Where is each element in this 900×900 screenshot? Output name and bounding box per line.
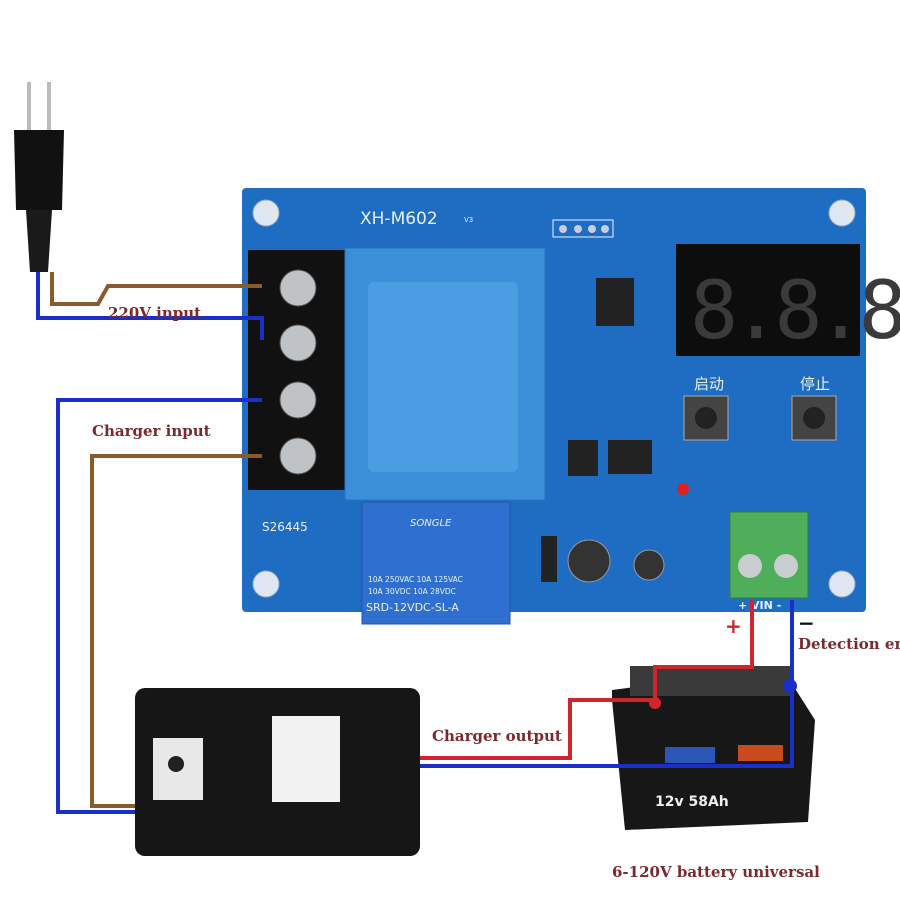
charger-unit [135, 688, 420, 856]
charger-output-label: Charger output [432, 727, 562, 745]
charger-input-wire-brown [90, 454, 262, 808]
diode [541, 536, 557, 582]
transformer-core [368, 282, 518, 472]
relay-brand: SONGLE [410, 518, 452, 529]
charger-input-wire-blue [56, 398, 262, 814]
controller-board: XH-M602 V3 S26445 SONGLE 10A 250VAC 10A … [242, 188, 900, 625]
battery: 12v 58Ah [612, 666, 815, 830]
mount-hole-icon [252, 570, 280, 598]
relay-model: SRD-12VDC-SL-A [366, 601, 459, 614]
board-serial: S26445 [262, 520, 308, 534]
mount-hole-icon [828, 199, 856, 227]
status-led [677, 483, 689, 495]
battery-rating: 12v 58Ah [655, 794, 729, 810]
led-display: 8.8.8 [676, 244, 900, 357]
relay: SONGLE 10A 250VAC 10A 125VAC 10A 30VDC 1… [361, 501, 511, 625]
ic-chip [596, 278, 634, 326]
ac-wire-neutral [36, 272, 264, 340]
charger-input-label: Charger input [92, 422, 211, 440]
vin-label: + VIN - [738, 599, 781, 612]
mount-hole-icon [828, 570, 856, 598]
detection-wire-red [653, 600, 754, 700]
bridge-rectifier [568, 440, 598, 476]
minus-sign: − [798, 611, 815, 635]
battery-positive-terminal [649, 697, 661, 709]
board-model: XH-M602 [360, 209, 438, 229]
ac-wire-live [50, 272, 262, 306]
ac-plug [14, 82, 64, 272]
voltage-regulator [608, 440, 652, 474]
battery-negative-terminal [783, 679, 797, 693]
capacitor [567, 539, 611, 583]
plus-sign: + [725, 614, 742, 638]
stop-label: 停止 [800, 375, 830, 393]
vin-terminal [729, 511, 809, 599]
ac-input-label: 220V input [108, 304, 201, 322]
mount-hole-icon [252, 199, 280, 227]
relay-rating-dc: 10A 30VDC 10A 28VDC [368, 587, 456, 596]
header-pins [552, 219, 614, 238]
board-version: V3 [464, 216, 473, 224]
capacitor [633, 549, 665, 581]
detection-wire-blue [420, 600, 794, 768]
relay-rating-ac: 10A 250VAC 10A 125VAC [368, 575, 463, 584]
start-label: 启动 [694, 375, 724, 393]
start-button[interactable] [683, 395, 729, 441]
detection-end-label: Detection enc [798, 635, 900, 653]
display-digits: 8.8.8 [690, 264, 900, 357]
battery-label: 6-120V battery universal [612, 863, 820, 881]
ac-terminal-block [248, 250, 346, 490]
stop-button[interactable] [791, 395, 837, 441]
